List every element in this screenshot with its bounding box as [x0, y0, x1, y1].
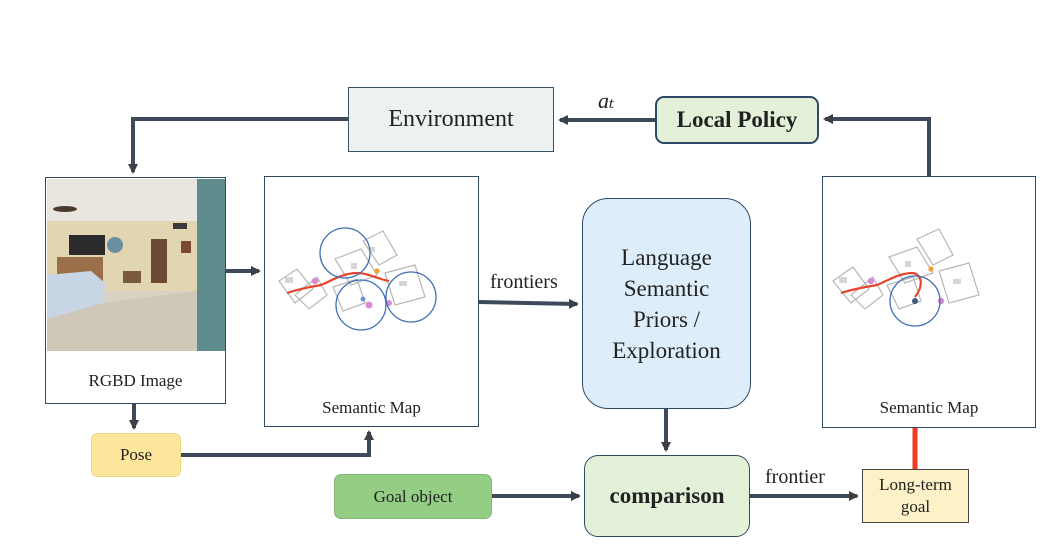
- rgbd-caption: RGBD Image: [88, 371, 183, 390]
- semantic-map-panel: Semantic Map: [264, 176, 479, 427]
- semantic-map-caption-right: Semantic Map: [879, 398, 979, 417]
- rgbd-image: [47, 179, 225, 351]
- arrow-env-to-rgbd: [128, 117, 348, 174]
- semantic-map-panel-right: Semantic Map: [822, 176, 1036, 428]
- environment-node: Environment: [348, 87, 554, 152]
- arrow-map-to-policy: [823, 114, 931, 176]
- comparison-node: comparison: [584, 455, 750, 537]
- rgbd-image-panel: RGBD Image: [45, 177, 226, 404]
- pose-node: Pose: [91, 433, 181, 477]
- arrow-frontiers: [478, 298, 579, 309]
- arrow-pose-to-semantic: [181, 430, 374, 457]
- semantic-map-image: [278, 227, 437, 331]
- semantic-map-image-right: [832, 228, 980, 327]
- frontiers-label: frontiers: [490, 271, 558, 293]
- long-term-goal-node: Long-term goal: [862, 469, 969, 523]
- action-label: aₜ: [598, 88, 615, 113]
- language-semantic-priors-node: Language Semantic Priors / Exploration: [582, 198, 751, 409]
- semantic-map-caption: Semantic Map: [322, 398, 421, 417]
- goal-object-node: Goal object: [334, 474, 492, 519]
- local-policy-node: Local Policy: [655, 96, 819, 144]
- frontier-label: frontier: [765, 466, 825, 488]
